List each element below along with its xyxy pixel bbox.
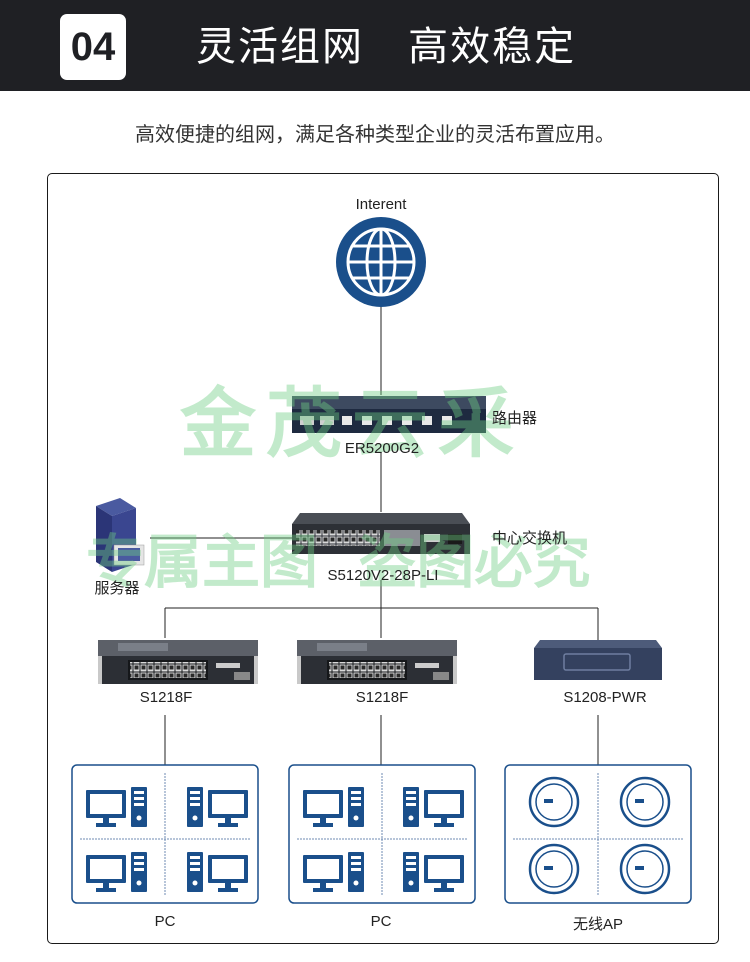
section-title: 灵活组网 高效稳定 — [196, 24, 577, 70]
access-switch-2-icon — [297, 640, 457, 684]
section-number: 04 — [60, 14, 126, 80]
header-banner: 04 灵活组网 高效稳定 — [0, 0, 750, 91]
router-device-icon — [292, 396, 486, 433]
server-label: 服务器 — [94, 580, 140, 597]
server-icon — [96, 498, 145, 572]
access-switch-3-icon — [534, 640, 662, 680]
pc-group-2-box — [288, 764, 476, 904]
core-switch-device-icon — [292, 513, 470, 554]
access-switch-2-model: S1218F — [355, 689, 409, 706]
core-switch-model: S5120V2-28P-LI — [327, 567, 439, 584]
core-switch-label: 中心交换机 — [492, 530, 568, 547]
access-switch-1-model: S1218F — [139, 689, 193, 706]
ap-group-box — [504, 764, 692, 904]
access-switch-3-model: S1208-PWR — [563, 689, 647, 706]
router-model: ER5200G2 — [344, 440, 420, 457]
watermark-brand: 金茂云采 — [180, 379, 524, 468]
watermark-notice: 专属主图 盗图必究 — [86, 528, 591, 596]
internet-label: Interent — [355, 196, 407, 213]
connection-lines — [150, 300, 599, 765]
router-label: 路由器 — [492, 410, 538, 427]
ap-group-label: 无线AP — [572, 916, 624, 933]
pc-group-1-box — [71, 764, 259, 904]
diagram-frame — [47, 173, 719, 944]
globe-icon — [336, 217, 426, 307]
access-switch-1-icon — [98, 640, 258, 684]
pc-group-2-label: PC — [370, 913, 392, 930]
section-subtitle: 高效便捷的组网，满足各种类型企业的灵活布置应用。 — [135, 122, 615, 146]
pc-group-1-label: PC — [154, 913, 176, 930]
